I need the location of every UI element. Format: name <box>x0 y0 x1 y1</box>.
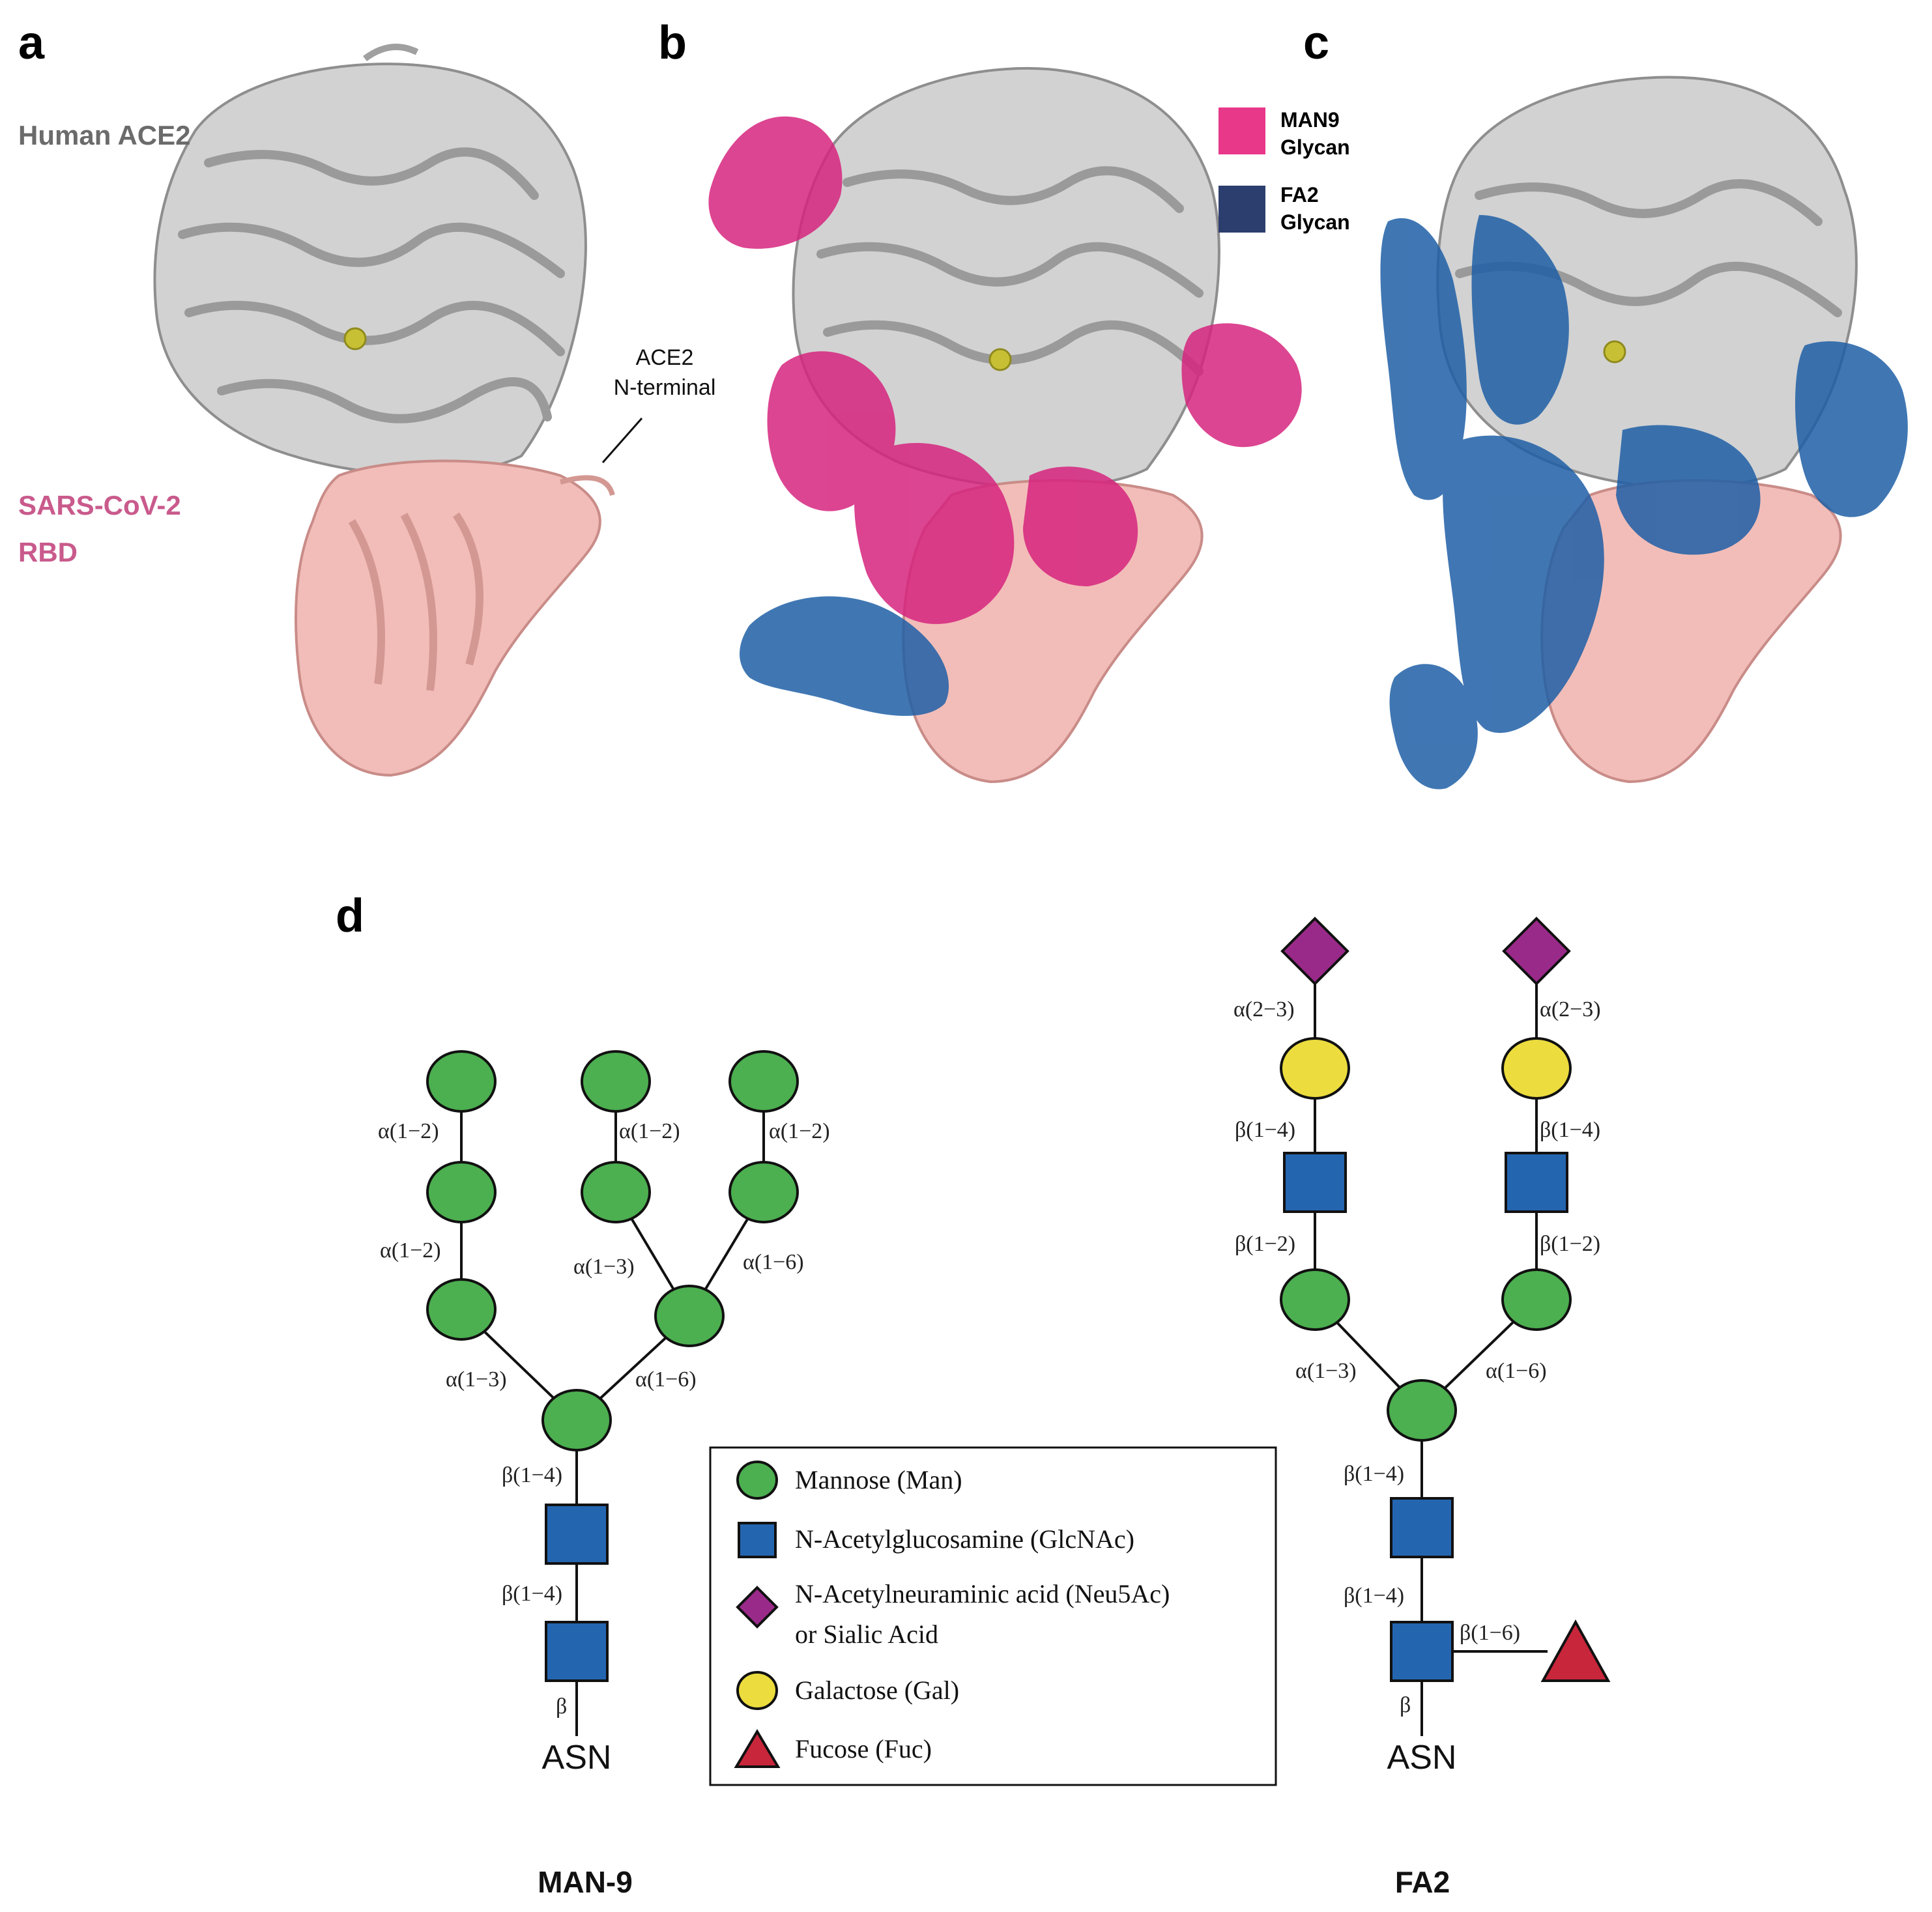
man9-name-label: MAN-9 <box>538 1865 633 1899</box>
fa2-name-label: FA2 <box>1395 1865 1450 1899</box>
panel-c-structure <box>1380 76 1908 790</box>
man9-link-10: β(1−4) <box>502 1582 562 1606</box>
man9-mannose-4 <box>426 1161 497 1223</box>
man9-asn-label: ASN <box>542 1739 612 1776</box>
man9-link-11: β <box>556 1694 567 1719</box>
legend-mannose-symbol <box>736 1461 778 1500</box>
fa2-sialic-2 <box>1502 917 1571 986</box>
man9-tree: α(1−2) α(1−2) α(1−2) α(1−2) α(1−3) α(1−6… <box>378 1050 830 1899</box>
man9-link-7: α(1−3) <box>446 1367 507 1391</box>
man9-mannose-3 <box>728 1050 799 1113</box>
panel-letter-d: d <box>336 890 364 942</box>
fa2-link-c1: β(1−4) <box>1344 1462 1404 1486</box>
man9-mannose-8 <box>654 1285 725 1347</box>
fa2-link-s2: α(2−3) <box>1540 997 1601 1021</box>
symbol-legend: Mannose (Man) N-Acetylglucosamine (GlcNA… <box>709 1446 1277 1786</box>
fa2-sialic-1 <box>1280 917 1349 986</box>
fa2-link-g2: β(1−4) <box>1540 1118 1600 1142</box>
panel-b-structure: MAN9 Glycan FA2 Glycan <box>708 67 1350 784</box>
fa2-glcnac-2 <box>1505 1152 1568 1213</box>
nterm-pointer-line <box>601 418 643 463</box>
man9-mannose-1 <box>426 1050 497 1113</box>
man9-glcnac-2 <box>545 1621 609 1682</box>
zinc-ion-a <box>343 327 367 350</box>
fa2-glycans-c <box>1380 215 1908 790</box>
fa2-glycans-b <box>740 596 949 716</box>
legend-galactose-symbol <box>736 1671 778 1710</box>
panel-letter-b: b <box>658 17 687 69</box>
man9-mannose-9 <box>541 1389 612 1451</box>
fa2-link-g1: β(1−4) <box>1235 1118 1295 1142</box>
fa2-link-s1: α(2−3) <box>1233 997 1295 1021</box>
fa2-legend-swatch <box>1218 186 1265 233</box>
man9-link-8: α(1−6) <box>635 1367 697 1391</box>
man9-mannose-2 <box>581 1050 651 1113</box>
nterm-label-line1: ACE2 <box>636 345 694 370</box>
man9-link-4: α(1−2) <box>380 1238 441 1263</box>
man9-legend-line2: Glycan <box>1280 136 1350 159</box>
man9-link-5: α(1−3) <box>573 1255 635 1279</box>
fa2-mannose-1 <box>1280 1268 1350 1331</box>
nterm-label-line2: N-terminal <box>614 375 716 400</box>
ace2-structure-b <box>792 67 1220 489</box>
fa2-link-n1: β(1−2) <box>1235 1232 1295 1256</box>
man9-mannose-7 <box>426 1278 497 1341</box>
fa2-legend-line2: Glycan <box>1280 210 1350 234</box>
fa2-link-m2: α(1−6) <box>1486 1359 1547 1383</box>
legend-galactose-label: Galactose (Gal) <box>795 1676 959 1705</box>
man9-link-6: α(1−6) <box>743 1250 804 1274</box>
fa2-glcnac-1 <box>1283 1152 1347 1213</box>
panel-letter-c: c <box>1303 17 1329 69</box>
fa2-galactose-1 <box>1280 1037 1350 1100</box>
man9-link-3: α(1−2) <box>769 1119 830 1143</box>
legend-sialic-symbol <box>736 1586 779 1629</box>
man9-legend-line1: MAN9 <box>1280 108 1340 132</box>
man9-mannose-5 <box>581 1161 651 1223</box>
fa2-link-b1: β <box>1400 1693 1411 1717</box>
legend-glcnac-symbol <box>738 1522 777 1558</box>
fa2-legend-line1: FA2 <box>1280 183 1319 207</box>
fa2-glcnac-4 <box>1390 1621 1454 1682</box>
rbd-structure <box>295 459 615 777</box>
legend-mannose-label: Mannose (Man) <box>795 1465 962 1494</box>
fa2-link-m1: α(1−3) <box>1295 1359 1357 1383</box>
man9-legend-swatch <box>1218 107 1265 154</box>
fa2-galactose-2 <box>1501 1037 1572 1100</box>
ace2-structure <box>153 44 587 476</box>
fa2-mannose-2 <box>1501 1268 1572 1331</box>
legend-neu5ac-line1: N-Acetylneuraminic acid (Neu5Ac) <box>795 1579 1170 1608</box>
fa2-tree: α(2−3) α(2−3) β(1−4) β(1−4) β(1−2) β(1−2… <box>1233 917 1611 1899</box>
legend-glcnac-label: N-Acetylglucosamine (GlcNAc) <box>795 1524 1134 1554</box>
ace2-label: Human ACE2 <box>18 120 191 150</box>
man9-glcnac-1 <box>545 1504 609 1565</box>
fa2-link-c2: β(1−4) <box>1344 1584 1404 1608</box>
symbol-legend-box <box>709 1446 1277 1786</box>
man9-link-1: α(1−2) <box>378 1119 439 1143</box>
fa2-fucose <box>1540 1619 1611 1682</box>
man9-mannose-6 <box>728 1161 799 1223</box>
panel-a-structure: Human ACE2 SARS-CoV-2 RBD ACE2 N-termina… <box>18 44 716 777</box>
man9-glycans-b <box>708 116 1302 624</box>
fa2-mannose-3 <box>1387 1379 1457 1442</box>
man9-link-9: β(1−4) <box>502 1463 562 1487</box>
man9-link-2: α(1−2) <box>619 1119 680 1143</box>
fa2-asn-label: ASN <box>1387 1739 1457 1776</box>
zinc-ion-b <box>988 348 1012 371</box>
legend-fucose-symbol <box>734 1729 781 1768</box>
fa2-link-f1: β(1−6) <box>1460 1621 1520 1645</box>
fa2-glcnac-3 <box>1390 1497 1454 1558</box>
fa2-link-n2: β(1−2) <box>1540 1232 1600 1256</box>
legend-fucose-label: Fucose (Fuc) <box>795 1734 932 1763</box>
legend-neu5ac-line2: or Sialic Acid <box>795 1619 938 1649</box>
panel-letter-a: a <box>18 17 45 69</box>
rbd-label-line2: RBD <box>18 537 78 567</box>
rbd-label-line1: SARS-CoV-2 <box>18 490 181 521</box>
zinc-ion-c <box>1603 340 1626 364</box>
